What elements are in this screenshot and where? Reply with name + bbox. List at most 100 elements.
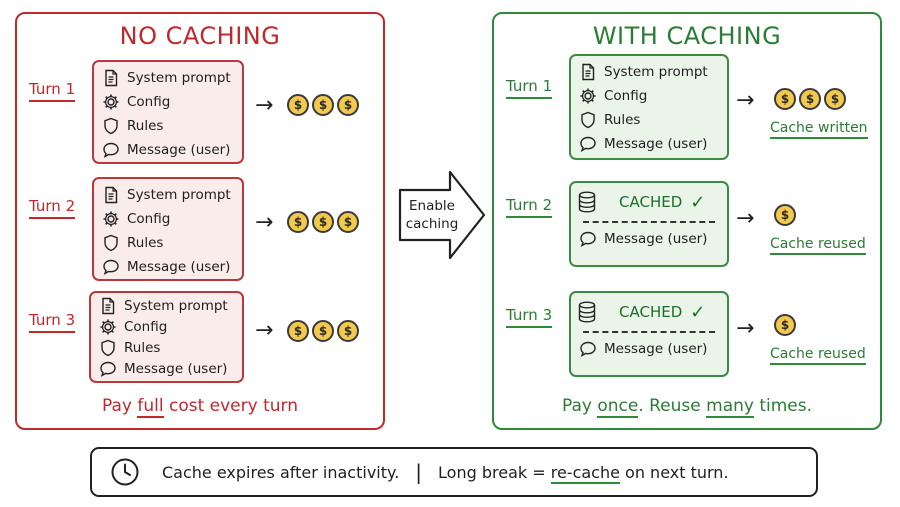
list-item: Message (user) [577,337,721,361]
list-item: Message (user) [100,255,236,279]
list-item: Rules [100,231,236,255]
list-item-label: System prompt [604,64,708,80]
list-item-label: Rules [127,118,164,134]
cached-card-turn-3: CACHED ✓ Message (user) [569,291,729,377]
coin-icon: $ [774,204,796,226]
chat-bubble-icon [100,257,122,277]
chat-bubble-icon [97,359,119,379]
list-item: Config [97,316,236,337]
arrow-right-icon: → [736,88,755,113]
turn-1-label: Turn 1 [29,80,76,102]
list-item-label: Message (user) [604,231,708,247]
cost-coins-turn-3: $ [774,314,796,336]
shield-icon [100,233,122,253]
list-item: System prompt [97,295,236,316]
coin-icon: $ [312,94,334,116]
with-caching-footer: Pay once. Reuse many times. [561,396,813,418]
turn-2-label: Turn 2 [506,196,553,218]
chat-bubble-icon [577,229,599,249]
enable-caching-label: Enable caching [405,198,459,232]
list-item: Message (user) [97,358,236,379]
expiry-text: Cache expires after inactivity. [162,462,400,482]
gear-icon [577,86,599,106]
cache-written-label: Cache written [770,120,868,139]
list-item-label: System prompt [127,187,231,203]
chat-bubble-icon [100,140,122,160]
list-item-label: System prompt [124,297,228,314]
list-item: Message (user) [100,138,236,162]
cache-reused-label: Cache reused [770,236,866,255]
coin-icon: $ [287,211,309,233]
coin-icon: $ [337,211,359,233]
prompt-card-turn-2: System prompt Config Rules Message (user… [92,177,244,281]
check-icon: ✓ [690,191,706,213]
list-item-label: Config [127,94,171,110]
coin-icon: $ [774,88,796,110]
cost-coins-turn-2: $ [774,204,796,226]
prompt-card-turn-3: System prompt Config Rules Message (user… [89,291,244,383]
cache-reused-label: Cache reused [770,346,866,365]
cached-label: CACHED [619,303,683,321]
no-caching-panel: NO CACHING Turn 1 System prompt Config R… [15,12,385,430]
coin-icon: $ [287,320,309,342]
arrow-right-icon: → [255,318,274,343]
cache-expiry-note: Cache expires after inactivity. | Long b… [90,447,818,497]
cost-coins-turn-1: $ $ $ [287,94,359,116]
list-item: Message (user) [577,227,721,251]
no-caching-footer: Pay full cost every turn [101,396,298,418]
arrow-right-icon: → [736,316,755,341]
list-item: Config [577,84,721,108]
shield-icon [100,116,122,136]
shield-icon [97,338,119,358]
list-item: Message (user) [577,132,721,156]
list-item: Rules [100,114,236,138]
cost-coins-turn-2: $ $ $ [287,211,359,233]
list-item-label: System prompt [127,70,231,86]
cached-header: CACHED ✓ [577,295,721,329]
cost-coins-turn-1: $ $ $ [774,88,846,110]
with-caching-title: WITH CACHING [592,22,782,50]
with-caching-panel: WITH CACHING Turn 1 System prompt Config… [492,12,882,430]
list-item: System prompt [577,60,721,84]
cost-coins-turn-3: $ $ $ [287,320,359,342]
document-icon [100,68,122,88]
coin-icon: $ [799,88,821,110]
coin-icon: $ [824,88,846,110]
big-arrow-icon [398,170,486,260]
turn-3-label: Turn 3 [506,306,553,328]
coin-icon: $ [287,94,309,116]
list-item-label: Message (user) [604,136,708,152]
coin-icon: $ [337,94,359,116]
check-icon: ✓ [690,301,706,323]
gear-icon [100,209,122,229]
list-item-label: Config [127,211,171,227]
database-icon [577,301,599,323]
database-icon [577,191,599,213]
shield-icon [577,110,599,130]
cached-header: CACHED ✓ [577,185,721,219]
list-item-label: Message (user) [127,259,231,275]
chat-bubble-icon [577,339,599,359]
list-item-label: Rules [604,112,641,128]
list-item-label: Message (user) [127,142,231,158]
list-item-label: Config [604,88,648,104]
divider [583,331,715,333]
turn-3-label: Turn 3 [29,311,76,333]
divider [583,221,715,223]
coin-icon: $ [312,320,334,342]
list-item: Config [100,90,236,114]
arrow-right-icon: → [736,206,755,231]
coin-icon: $ [312,211,334,233]
prompt-card-turn-1: System prompt Config Rules Message (user… [92,60,244,164]
arrow-right-icon: → [255,210,274,235]
separator: | [415,460,423,484]
coin-icon: $ [774,314,796,336]
prompt-card-turn-1: System prompt Config Rules Message (user… [569,54,729,160]
list-item-label: Rules [124,339,161,356]
cached-label: CACHED [619,193,683,211]
coin-icon: $ [337,320,359,342]
list-item-label: Message (user) [124,360,228,377]
list-item: Rules [97,337,236,358]
enable-caching-arrow: Enable caching [398,170,486,260]
list-item-label: Rules [127,235,164,251]
